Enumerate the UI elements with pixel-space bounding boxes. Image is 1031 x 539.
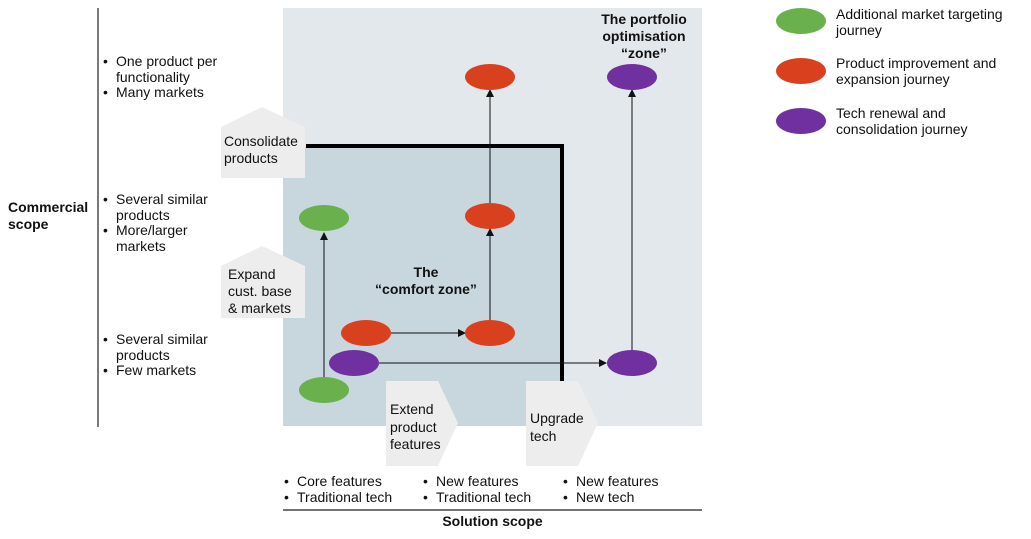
consolidate-arrow-shape (221, 107, 305, 178)
legend-swatch-purple (776, 108, 826, 134)
x-col-2-list: New features Traditional tech (422, 473, 531, 506)
legend-label-purple: Tech renewal and consolidation journey (836, 105, 968, 137)
y-row-3-list: Several similar products Few markets (102, 331, 208, 379)
purple-node-right (607, 350, 657, 376)
purple-node-start (329, 350, 379, 376)
comfort-zone-border (306, 144, 564, 382)
y-row-1-item: Many markets (102, 84, 217, 101)
x-col-3-list: New features New tech (562, 473, 658, 506)
x-col-3-item: New tech (562, 489, 658, 506)
y-row-2-item: Several similar products (102, 191, 208, 223)
y-row-2-list: Several similar products More/larger mar… (102, 191, 208, 254)
y-row-1-list: One product per functionality Many marke… (102, 53, 217, 101)
x-col-1-item: Traditional tech (283, 489, 392, 506)
purple-node-top (607, 64, 657, 90)
expand-label: Expand cust. base & markets (228, 266, 292, 316)
x-col-1-item: Core features (283, 473, 392, 490)
x-col-2-item: New features (422, 473, 531, 490)
y-axis-title: Commercial scope (8, 199, 89, 232)
upgrade-label: Upgrade tech (530, 410, 584, 444)
portfolio-zone-label: The portfolio optimisation “zone” (601, 11, 687, 61)
red-node-top (465, 64, 515, 90)
legend-swatch-green (776, 8, 826, 34)
y-row-3-item: Few markets (102, 362, 208, 379)
x-col-1-list: Core features Traditional tech (283, 473, 392, 506)
red-node-mid (465, 320, 515, 346)
green-node-top (299, 205, 349, 231)
upgrade-arrow-shape (526, 381, 598, 466)
green-node-bottom (299, 377, 349, 403)
x-axis-title: Solution scope (442, 513, 543, 529)
consolidate-label: Consolidate products (224, 133, 298, 166)
y-row-3-item: Several similar products (102, 331, 208, 363)
expand-arrow-shape (221, 246, 305, 318)
y-row-2-item: More/larger markets (102, 222, 208, 254)
extend-label: Extend product features (390, 401, 441, 452)
legend-label-red: Product improvement and expansion journe… (836, 55, 997, 87)
red-node-upper (465, 203, 515, 229)
red-node-start (341, 320, 391, 346)
comfort-zone-label: The “comfort zone” (375, 264, 477, 297)
legend-label-green: Additional market targeting journey (836, 6, 1003, 38)
y-row-1-item: One product per functionality (102, 53, 217, 85)
legend-swatch-red (776, 58, 826, 84)
x-col-2-item: Traditional tech (422, 489, 531, 506)
extend-arrow-shape (386, 381, 458, 466)
x-col-3-item: New features (562, 473, 658, 490)
